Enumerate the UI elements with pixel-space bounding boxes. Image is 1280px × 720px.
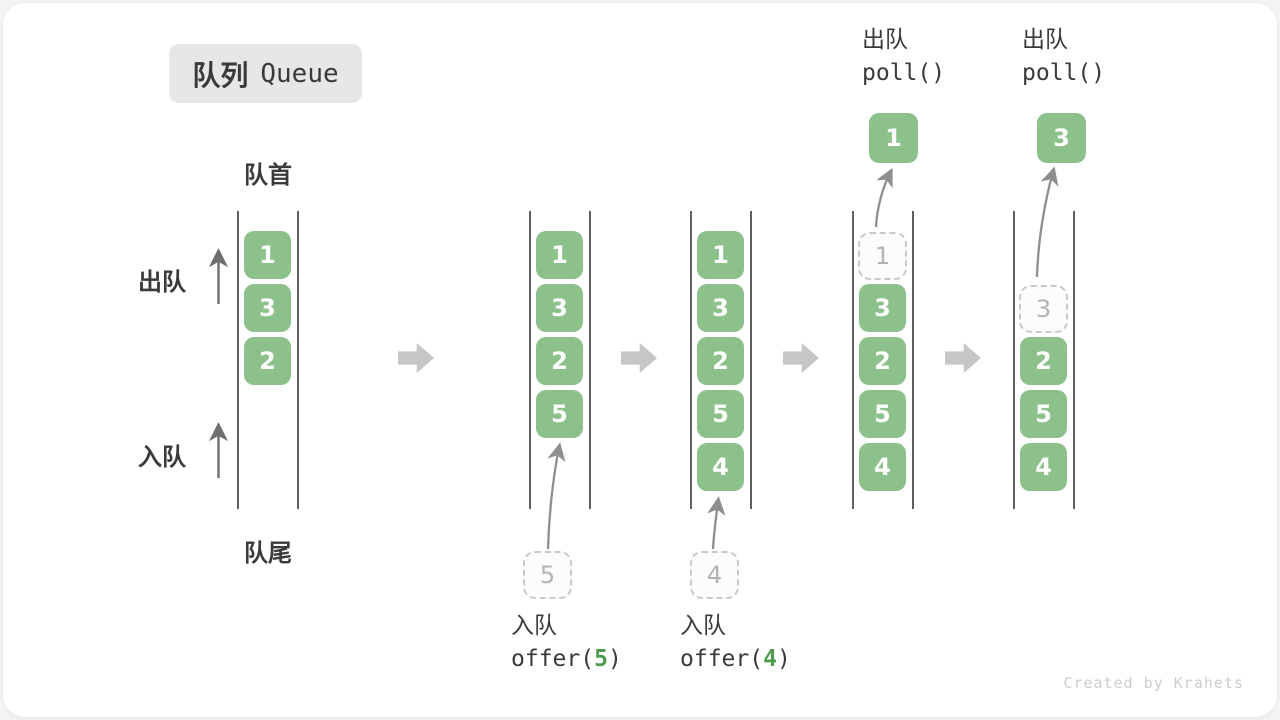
pending-item-ghost: 5	[523, 551, 572, 599]
enqueue-op-label: 入队 offer(4)	[680, 608, 791, 676]
removed-item-ghost: 1	[858, 232, 907, 280]
dequeue-side-label: 出队	[138, 269, 186, 296]
queue3-left-rail	[690, 211, 692, 509]
queue-item: 2	[697, 337, 744, 385]
title-badge: 队列 Queue	[169, 44, 362, 103]
queue2-right-rail	[589, 211, 591, 509]
op-action-text: 入队	[680, 612, 726, 638]
queue-item: 2	[244, 337, 291, 385]
queue1-right-rail	[297, 211, 299, 509]
queue5-right-rail	[1073, 211, 1075, 509]
polled-item: 3	[1037, 113, 1086, 163]
watermark: Created by Krahets	[1063, 674, 1244, 692]
title-zh: 队列	[192, 59, 249, 91]
front-label: 队首	[244, 162, 292, 189]
polled-item: 1	[869, 113, 918, 163]
queue-item: 3	[859, 284, 906, 332]
removed-item-ghost: 3	[1019, 285, 1068, 333]
queue-item: 3	[244, 284, 291, 332]
op-action-text: 出队	[1022, 26, 1068, 52]
op-code-text: poll()	[1022, 60, 1106, 86]
dequeue-op-label: 出队 poll()	[1022, 22, 1105, 90]
op-code-text: offer(4)	[680, 646, 791, 672]
queue-item: 2	[1020, 337, 1067, 385]
op-code-text: offer(5)	[511, 646, 622, 672]
enqueue-op-label: 入队 offer(5)	[511, 608, 622, 676]
queue-item: 5	[1020, 390, 1067, 438]
queue-item: 5	[859, 390, 906, 438]
queue-item: 2	[536, 337, 583, 385]
queue-item: 5	[697, 390, 744, 438]
queue-item: 1	[697, 231, 744, 279]
op-code-text: poll()	[862, 60, 946, 86]
op-action-text: 入队	[511, 612, 557, 638]
queue-item: 1	[536, 231, 583, 279]
queue3-right-rail	[750, 211, 752, 509]
queue4-left-rail	[852, 211, 854, 509]
enqueue-side-label: 入队	[138, 444, 186, 471]
queue-item: 5	[536, 390, 583, 438]
queue4-right-rail	[912, 211, 914, 509]
queue-item: 4	[1020, 443, 1067, 491]
op-action-text: 出队	[862, 26, 908, 52]
queue-item: 3	[697, 284, 744, 332]
queue2-left-rail	[529, 211, 531, 509]
dequeue-op-label: 出队 poll()	[862, 22, 945, 90]
queue-item: 2	[859, 337, 906, 385]
queue-item: 4	[859, 443, 906, 491]
queue-item: 3	[536, 284, 583, 332]
queue1-left-rail	[237, 211, 239, 509]
rear-label: 队尾	[244, 540, 292, 567]
queue-item: 4	[697, 443, 744, 491]
title-en: Queue	[260, 58, 339, 89]
queue-item: 1	[244, 231, 291, 279]
queue5-left-rail	[1013, 211, 1015, 509]
pending-item-ghost: 4	[690, 551, 739, 599]
